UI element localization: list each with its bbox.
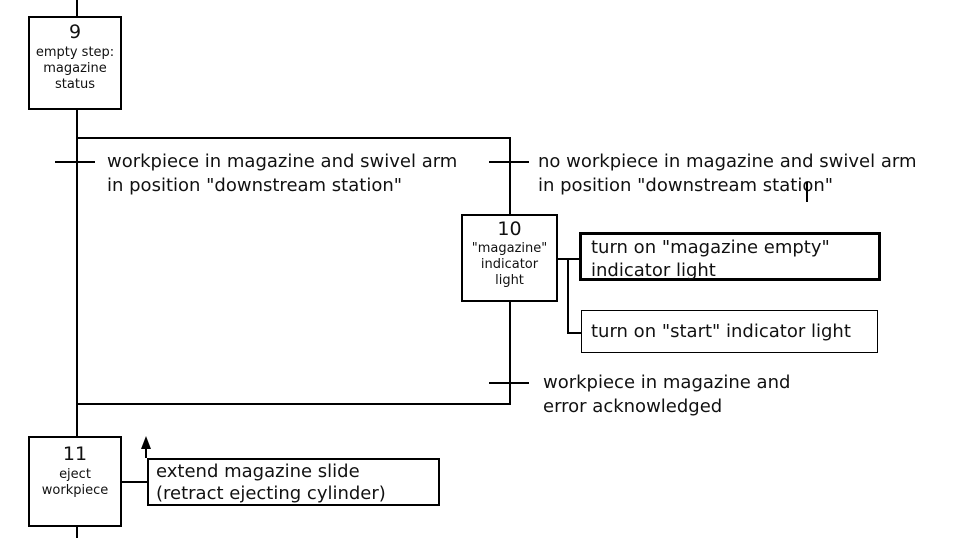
action-line: turn on "magazine empty" <box>591 237 830 258</box>
step-10-label-line: light <box>495 273 524 288</box>
transition-bar-error <box>489 382 529 384</box>
step-11-box: 11 eject workpiece <box>28 436 122 527</box>
condition-line: in position "downstream station" <box>538 175 834 196</box>
flow-line-left-rail <box>76 110 78 437</box>
step-11-label-line: workpiece <box>41 483 109 498</box>
text-cursor <box>806 182 808 202</box>
action-box-start-light: turn on "start" indicator light <box>581 310 878 353</box>
step-9-label-line: magazine <box>43 61 107 76</box>
step-11-label-line: eject <box>59 467 91 482</box>
step-11-number: 11 <box>62 443 88 465</box>
action-line: (retract ejecting cylinder) <box>156 483 386 504</box>
branch-divergence-line <box>76 137 511 139</box>
condition-line: no workpiece in magazine and swivel arm <box>538 151 917 172</box>
action-box-extend-slide: extend magazine slide (retract ejecting … <box>147 458 440 506</box>
action-box-magazine-empty: turn on "magazine empty" indicator light <box>579 232 881 281</box>
transition-error-condition: workpiece in magazine and error acknowle… <box>543 371 790 419</box>
action-line: turn on "start" indicator light <box>591 321 851 342</box>
step-9-box: 9 empty step: magazine status <box>28 16 122 110</box>
condition-line: workpiece in magazine and <box>543 372 791 393</box>
flow-line-right-lower <box>509 301 511 405</box>
step-9-label-line: status <box>55 77 95 92</box>
action-line: extend magazine slide <box>156 461 360 482</box>
step-9-number: 9 <box>68 21 82 43</box>
flow-line-right-upper <box>509 137 511 216</box>
step-10-box: 10 "magazine" indicator light <box>461 214 558 302</box>
transition-bar-right <box>489 161 529 163</box>
step-10-label-line: "magazine" <box>471 241 548 256</box>
transition-left-condition: workpiece in magazine and swivel arm in … <box>107 150 457 198</box>
action-connector-vertical <box>567 258 569 334</box>
branch-convergence-line <box>76 403 511 405</box>
action-line: indicator light <box>591 260 716 281</box>
action-connector-step11 <box>122 481 147 483</box>
up-arrow-icon <box>140 436 151 449</box>
flow-line-bottom <box>76 526 78 538</box>
condition-line: workpiece in magazine and swivel arm <box>107 151 458 172</box>
up-arrow-stem <box>145 447 147 458</box>
step-10-number: 10 <box>497 218 522 240</box>
transition-bar-left <box>55 161 95 163</box>
flow-line-top <box>76 0 78 17</box>
transition-right-condition: no workpiece in magazine and swivel arm … <box>538 150 916 198</box>
step-10-label-line: indicator <box>480 257 539 272</box>
condition-line: error acknowledged <box>543 396 723 417</box>
step-9-label-line: empty step: <box>35 45 115 60</box>
action-connector-start-light <box>567 332 582 334</box>
condition-line: in position "downstream station" <box>107 175 403 196</box>
